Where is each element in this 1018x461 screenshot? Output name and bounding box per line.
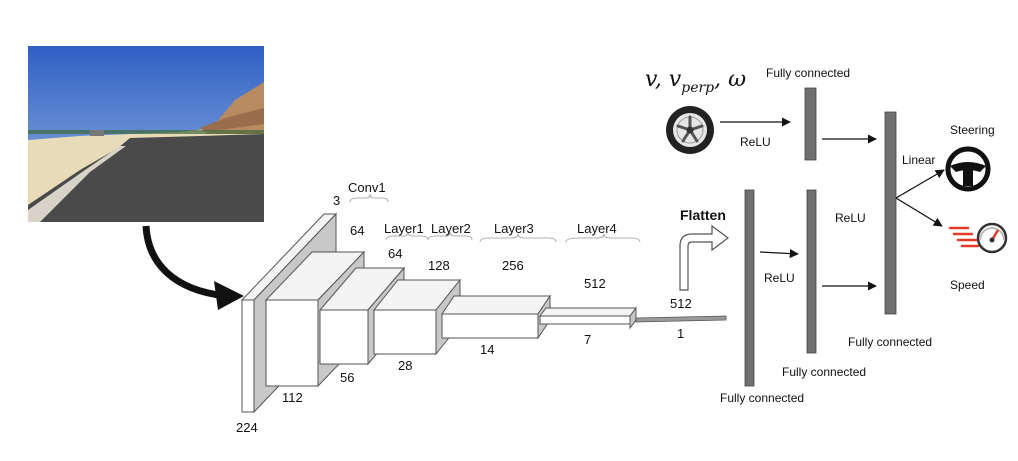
layer2-label: Layer2 [431,221,471,236]
layer4-block [539,306,637,330]
layer1-depth-label: 64 [388,246,402,261]
flat-width-label: 1 [677,326,684,341]
flat-size-label: 512 [670,296,692,311]
layer2-depth-label: 128 [428,258,450,273]
steering-label: Steering [950,123,995,137]
fc-mid-layer [806,189,817,354]
layer3-label: Layer3 [494,221,534,236]
fc-final-layer [884,111,897,315]
to-speed-arrow [895,197,943,227]
flatten-label: Flatten [680,207,726,223]
fc-flat-label: Fully connected [720,391,804,405]
flat-to-mid-arrow [759,249,799,259]
layer3-depth-label: 256 [502,258,524,273]
input-depth-label: 3 [333,193,340,208]
steering-wheel-icon [945,146,991,192]
wheel-icon [666,106,714,154]
layer4-depth-label: 512 [584,276,606,291]
layer1-label: Layer1 [384,221,424,236]
layer1-size-label: 56 [340,370,354,385]
conv1-label: Conv1 [348,180,386,195]
flat-vector [635,315,727,323]
fc-flat-layer [744,189,755,387]
image-to-cnn-arrow [142,225,227,300]
state-vars-label: v, vperp, ω [645,67,746,96]
layer4-label: Layer4 [577,221,617,236]
conv1-depth-label: 64 [350,223,364,238]
fc-mid-label: Fully connected [782,365,866,379]
speedometer-icon [948,222,1008,254]
fc-top-layer [804,87,817,161]
input-size-label: 224 [236,420,258,435]
linear-label: Linear [902,153,935,167]
relu-top-label: ReLU [740,135,771,149]
fc-final-label: Fully connected [848,335,932,349]
layer-braces [349,193,641,243]
flatten-arrow [679,224,729,291]
fc-top-label: Fully connected [766,66,850,80]
to-steering-arrow [895,169,945,199]
speed-label: Speed [950,278,985,292]
layer3-block [441,294,551,340]
conv1-size-label: 112 [282,390,303,405]
layer4-size-label: 7 [584,332,591,347]
relu-flat-label: ReLU [764,271,795,285]
layer2-size-label: 28 [398,358,412,373]
driving-camera-image [28,46,264,222]
layer3-size-label: 14 [480,342,494,357]
relu-mid-label: ReLU [835,211,866,225]
